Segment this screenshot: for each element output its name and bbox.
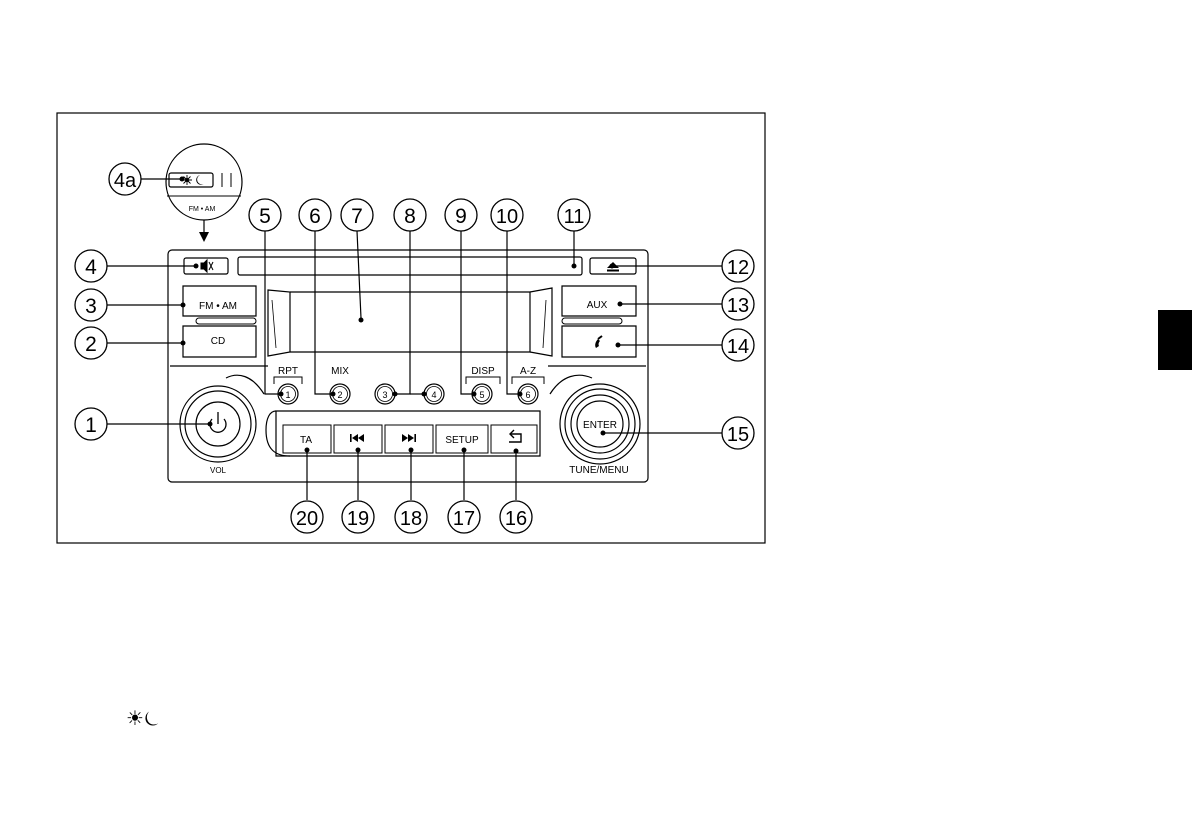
callout-18: 18 (395, 501, 427, 533)
callout-10: 10 (491, 199, 523, 231)
svg-text:9: 9 (455, 205, 467, 228)
preset-2-label: 2 (337, 390, 342, 400)
svg-text:11: 11 (564, 206, 585, 228)
display-point (359, 318, 364, 323)
svg-text:20: 20 (296, 508, 318, 530)
svg-text:10: 10 (496, 206, 518, 228)
detail-fm-am-label: FM • AM (189, 206, 216, 213)
svg-text:8: 8 (404, 205, 416, 228)
svg-text:5: 5 (259, 205, 271, 228)
preset-4-label: 4 (431, 390, 436, 400)
svg-text:7: 7 (351, 205, 363, 228)
svg-text:13: 13 (727, 295, 749, 317)
callout-16: 16 (500, 501, 532, 533)
callout-4a: 4a (109, 163, 141, 195)
back-button[interactable] (491, 425, 537, 453)
callout-12: 12 (722, 250, 754, 282)
ta-label: TA (300, 435, 312, 446)
svg-text:1: 1 (85, 414, 97, 437)
callout-5: 5 (249, 199, 281, 231)
fm-am-button[interactable]: FM • AM (183, 286, 256, 316)
callout-1: 1 (75, 408, 107, 440)
phone-icon (595, 336, 602, 348)
detail-magnifier: FM • AM (166, 144, 242, 220)
preset-1-label: 1 (285, 390, 290, 400)
svg-text:2: 2 (85, 333, 97, 356)
callout-3: 3 (75, 289, 107, 321)
svg-text:3: 3 (85, 295, 97, 318)
callout-17: 17 (448, 501, 480, 533)
svg-text:4a: 4a (114, 170, 137, 192)
callout-2: 2 (75, 327, 107, 359)
next-track-icon (402, 434, 416, 442)
az-label: A-Z (520, 366, 536, 377)
setup-label: SETUP (445, 435, 479, 446)
mix-label: MIX (331, 366, 349, 377)
right-separator (562, 318, 622, 324)
callout-11: 11 (558, 199, 590, 231)
callout-15: 15 (722, 417, 754, 449)
callout-19: 19 (342, 501, 374, 533)
power-icon (210, 412, 226, 432)
rpt-label: RPT (278, 366, 298, 377)
radio-panel (168, 250, 648, 482)
mute-icon (201, 260, 213, 272)
svg-text:14: 14 (727, 336, 749, 358)
svg-text:18: 18 (400, 508, 422, 530)
preset-button-3[interactable]: 3 (375, 384, 395, 404)
callout-9: 9 (445, 199, 477, 231)
preset-5-label: 5 (479, 390, 484, 400)
disp-label: DISP (471, 366, 495, 377)
callout-20: 20 (291, 501, 323, 533)
callout-8: 8 (394, 199, 426, 231)
svg-text:12: 12 (727, 257, 749, 279)
previous-track-icon (350, 434, 364, 442)
preset-button-4[interactable]: 4 (424, 384, 444, 404)
disc-indicator (572, 264, 577, 269)
phone-button[interactable] (562, 326, 636, 357)
svg-text:4: 4 (85, 256, 97, 279)
day-night-legend-icon: ☀⏾ (126, 708, 160, 728)
svg-text:15: 15 (727, 424, 749, 446)
callout-6: 6 (299, 199, 331, 231)
section-tab (1158, 310, 1192, 370)
svg-text:16: 16 (505, 508, 527, 530)
preset-6-label: 6 (525, 390, 530, 400)
callout-7: 7 (341, 199, 373, 231)
left-separator (196, 318, 256, 324)
callout-13: 13 (722, 288, 754, 320)
svg-text:6: 6 (309, 205, 321, 228)
svg-text:19: 19 (347, 508, 369, 530)
tune-menu-label: TUNE/MENU (569, 465, 628, 476)
cd-label: CD (211, 336, 225, 347)
cd-button[interactable]: CD (183, 326, 256, 357)
preset-3-label: 3 (382, 390, 387, 400)
aux-label: AUX (587, 300, 608, 311)
vol-label: VOL (210, 466, 227, 475)
back-icon (509, 430, 521, 442)
callout-4: 4 (75, 250, 107, 282)
svg-text:17: 17 (453, 508, 475, 530)
callout-14: 14 (722, 329, 754, 361)
fm-am-label: FM • AM (199, 301, 237, 312)
detail-arrow (199, 220, 209, 242)
aux-button[interactable]: AUX (562, 286, 636, 316)
enter-label: ENTER (583, 420, 617, 431)
